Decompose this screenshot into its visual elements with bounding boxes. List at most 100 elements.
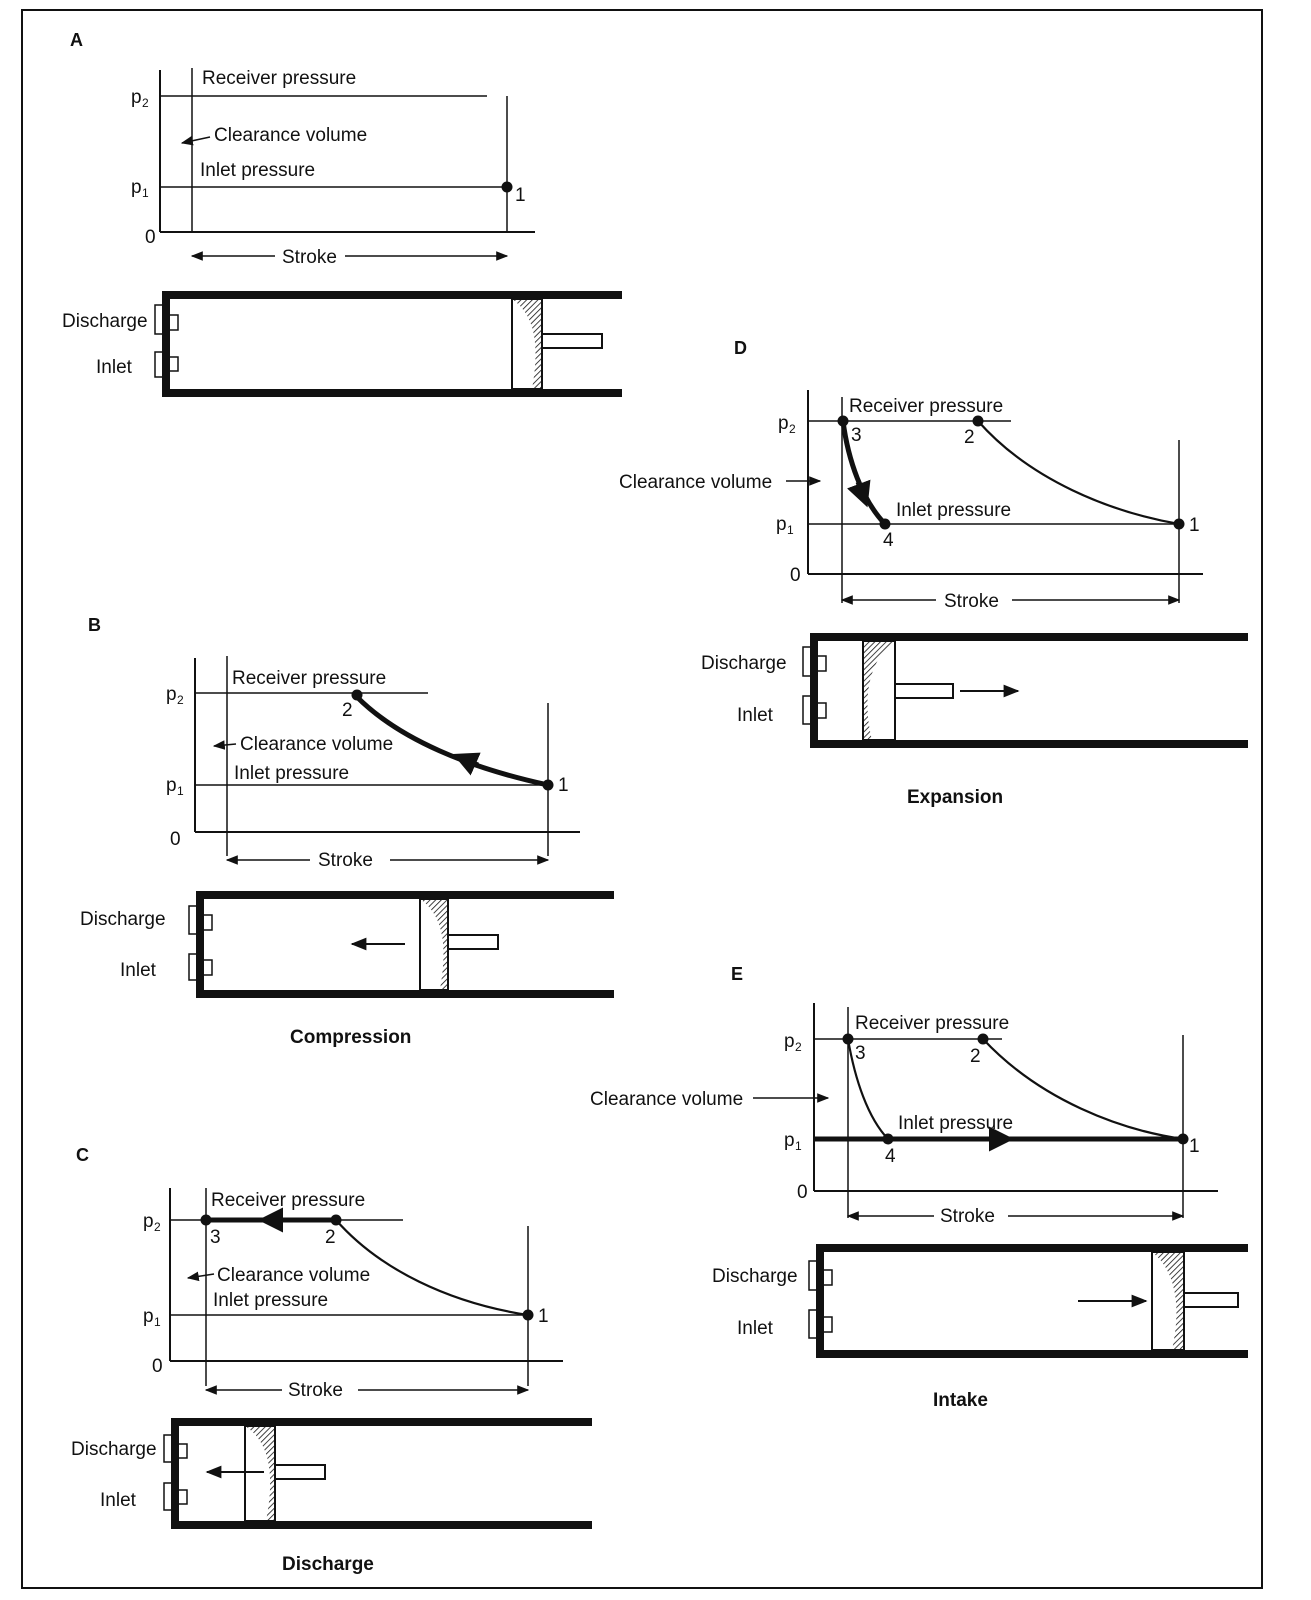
panel-b-cylinder: Discharge Inlet [80,891,614,998]
p1-subscript: 1 [787,523,794,537]
point-marker-icon [542,779,554,791]
expansion-curve [840,420,887,526]
point-marker-icon [522,1309,534,1321]
clearance-volume-label: Clearance volume [214,125,367,146]
caption-compression: Compression [290,1027,411,1048]
clearance-volume-label: Clearance volume [590,1089,743,1110]
point-4-label: 4 [885,1146,896,1167]
receiver-pressure-label: Receiver pressure [232,668,386,689]
origin-label: 0 [145,227,156,248]
point-3-label: 3 [855,1043,866,1064]
point-marker-icon [1173,518,1185,530]
panel-e-cylinder: Discharge Inlet [712,1244,1248,1358]
point-marker-icon [1177,1133,1189,1145]
origin-label: 0 [152,1356,163,1377]
p1-subscript: 1 [177,784,184,798]
point-1-label: 1 [558,775,569,796]
inlet-pressure-label: Inlet pressure [234,763,349,784]
discharge-label: Discharge [80,909,166,930]
point-marker-icon [842,1033,854,1045]
clearance-volume-label: Clearance volume [240,734,393,755]
clearance-volume-label: Clearance volume [619,472,772,493]
p1-subscript: 1 [142,186,149,200]
p1-label: p [143,1306,154,1327]
arrow-left-icon [186,1271,215,1282]
caption-discharge: Discharge [282,1554,374,1575]
receiver-pressure-label: Receiver pressure [855,1013,1009,1034]
p2-subscript: 2 [142,96,149,110]
p2-subscript: 2 [177,693,184,707]
p2-label: p [778,413,789,434]
p2-subscript: 2 [154,1220,161,1234]
figure-frame [21,9,1263,1589]
caption-intake: Intake [933,1390,988,1411]
panel-d: D p 2 p 1 0 Receiver pressure Clearance … [619,338,1248,808]
discharge-label: Discharge [712,1266,798,1287]
point-1-label: 1 [1189,1136,1200,1157]
inlet-label: Inlet [96,357,133,378]
point-marker-icon [882,1133,894,1145]
p2-label: p [166,684,177,705]
panel-e: E p 2 p 1 0 Receiver pressure Clearance … [590,964,1248,1411]
panel-d-letter: D [734,338,747,358]
discharge-label: Discharge [701,653,787,674]
p1-label: p [131,177,142,198]
receiver-pressure-label: Receiver pressure [849,396,1003,417]
panel-a-letter: A [70,30,83,50]
p2-label: p [784,1031,795,1052]
panel-d-pv-diagram: p 2 p 1 0 Receiver pressure Clearance vo… [619,390,1203,612]
caption-expansion: Expansion [907,787,1003,808]
arrow-left-icon [212,740,237,750]
point-marker-icon [200,1214,212,1226]
arrow-down-icon [847,479,871,508]
p2-label: p [131,87,142,108]
origin-label: 0 [797,1182,808,1203]
piston-icon [511,298,603,390]
receiver-pressure-label: Receiver pressure [202,68,356,89]
panel-a-cylinder: Discharge Inlet [62,291,622,397]
point-marker-icon [351,689,363,701]
discharge-label: Discharge [71,1439,157,1460]
clearance-volume-label: Clearance volume [217,1265,370,1286]
piston-icon [419,898,499,991]
point-3-label: 3 [851,425,862,446]
panel-e-pv-diagram: p 2 p 1 0 Receiver pressure Clearance vo… [590,1003,1218,1227]
origin-label: 0 [170,829,181,850]
panel-c: C p 2 p 1 0 Receiver pressure 3 2 1 Clea… [71,1145,592,1575]
inlet-pressure-label: Inlet pressure [896,500,1011,521]
point-4-label: 4 [883,530,894,551]
piston-icon [862,640,954,741]
point-marker-icon [977,1033,989,1045]
point-marker-icon [837,415,849,427]
panel-d-cylinder: Discharge Inlet [701,633,1248,748]
p1-label: p [784,1130,795,1151]
p2-label: p [143,1211,154,1232]
p2-subscript: 2 [789,422,796,436]
panel-a: A p 2 p 1 0 Receiver pressure Clearance … [62,30,622,397]
piston-icon [244,1425,326,1522]
point-marker-icon [330,1214,342,1226]
arrow-left-icon [452,752,481,776]
inlet-label: Inlet [120,960,157,981]
arrow-left-icon [180,136,211,146]
p1-subscript: 1 [795,1139,802,1153]
inlet-label: Inlet [737,705,774,726]
point-marker-icon [879,518,891,530]
panel-c-letter: C [76,1145,89,1165]
panel-e-letter: E [731,964,743,984]
panel-c-cylinder: Discharge Inlet [71,1418,592,1529]
point-2-label: 2 [970,1046,981,1067]
panel-b: B p 2 p 1 0 Receiver pressure Clearance … [80,615,614,1048]
p2-subscript: 2 [795,1040,802,1054]
inlet-pressure-label: Inlet pressure [200,160,315,181]
p1-subscript: 1 [154,1315,161,1329]
stroke-label: Stroke [318,850,373,871]
stroke-label: Stroke [282,247,337,268]
point-2-label: 2 [964,427,975,448]
stroke-label: Stroke [940,1206,995,1227]
p1-label: p [166,775,177,796]
point-1-label: 1 [515,185,526,206]
panel-a-pv-diagram: p 2 p 1 0 Receiver pressure Clearance vo… [131,68,535,268]
point-1-label: 1 [1189,515,1200,536]
